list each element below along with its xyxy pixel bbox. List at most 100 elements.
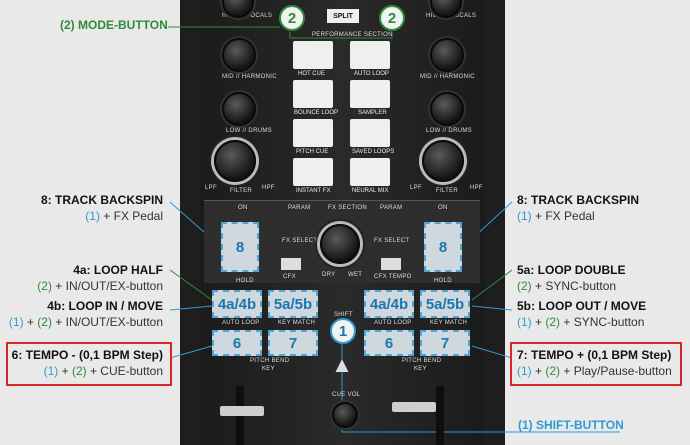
pitch-bend-label-left: PITCH BEND — [250, 358, 290, 364]
loop-double-text: + SYNC-button — [531, 279, 617, 293]
loop-in-move-num2: (2) — [37, 315, 52, 329]
key-match-label-right: KEY MATCH — [430, 320, 468, 326]
pad-instant-fx-label: INSTANT FX — [296, 188, 331, 194]
cue-vol-knob[interactable] — [332, 402, 358, 428]
loop-double-label: 5a: LOOP DOUBLE (2) + SYNC-button — [517, 262, 625, 294]
tempo-plus-button-right[interactable]: 7 — [420, 330, 470, 356]
lpf-label-right: LPF — [410, 185, 422, 191]
tempo-plus-text: + Play/Pause-button — [560, 364, 672, 378]
loop-out-move-num2: (2) — [545, 315, 561, 329]
track-backspin-right-title: 8: TRACK BACKSPIN — [517, 193, 640, 207]
fx-on-right: ON — [438, 205, 448, 211]
tempo-plus-title: 7: TEMPO + (0,1 BPM Step) — [517, 348, 672, 362]
loop-in-button-left[interactable]: 4a/4b — [212, 290, 262, 318]
loop-in-move-label: 4b: LOOP IN / MOVE (1) + (2) + IN/OUT/EX… — [9, 298, 163, 330]
pad-auto-loop[interactable] — [350, 41, 390, 69]
loop-in-button-right[interactable]: 4a/4b — [364, 290, 414, 318]
cfx-label: CFX — [283, 274, 296, 280]
track-backspin-left-text: + FX Pedal — [99, 209, 163, 223]
pad-pitch-cue[interactable] — [293, 119, 333, 147]
fx-select-left: FX SELECT — [282, 238, 318, 244]
tempo-minus-label: 6: TEMPO - (0,1 BPM Step) (1) + (2) + CU… — [12, 347, 163, 379]
tempo-plus-box — [510, 342, 682, 386]
loop-out-move-label: 5b: LOOP OUT / MOVE (1) + (2) + SYNC-but… — [517, 298, 646, 330]
split-button[interactable]: SPLIT — [327, 9, 359, 23]
pad-hot-cue-label: HOT CUE — [298, 71, 325, 77]
pad-neural-mix-label: NEURAL MIX — [352, 188, 389, 194]
tempo-plus-button-left[interactable]: 7 — [268, 330, 318, 356]
low-drums-label-left: LOW // DRUMS — [226, 128, 272, 134]
loop-out-move-text: + SYNC-button — [560, 315, 645, 329]
cfx-tempo-label: CFX TEMPO — [374, 274, 412, 280]
shift-button[interactable]: 1 — [330, 318, 356, 344]
shift-line — [341, 342, 620, 433]
filter-knob-right[interactable] — [422, 140, 464, 182]
mode-button-left[interactable]: 2 — [279, 5, 305, 31]
tempo-plus-num1: (1) — [517, 364, 532, 378]
pad-pitch-cue-label: PITCH CUE — [296, 149, 329, 155]
loop-double-title: 5a: LOOP DOUBLE — [517, 263, 626, 277]
tempo-minus-num1: (1) — [43, 364, 59, 378]
fx-on-left: ON — [238, 205, 248, 211]
tempo-minus-num2: (2) — [71, 364, 87, 378]
tempo-plus-num2: (2) — [545, 364, 561, 378]
wet-label: WET — [348, 272, 363, 278]
key-match-label-left: KEY MATCH — [278, 320, 316, 326]
tempo-minus-button-left[interactable]: 6 — [212, 330, 262, 356]
dry-wet-knob[interactable] — [320, 224, 360, 264]
pad-saved-loops-label: SAVED LOOPS — [352, 149, 395, 155]
low-knob-right[interactable] — [430, 92, 464, 126]
filter-label-right: FILTER — [436, 188, 459, 194]
hpf-label-right: HPF — [470, 185, 483, 191]
fx-param-right: PARAM — [380, 205, 403, 211]
low-drums-label-right: LOW // DRUMS — [426, 128, 472, 134]
pad-hot-cue[interactable] — [293, 41, 333, 69]
key-label-right: KEY — [414, 366, 427, 372]
pad-bounce-loop-label: BOUNCE LOOP — [294, 110, 339, 116]
tempo-minus-title: 6: TEMPO - (0,1 BPM Step) — [11, 348, 163, 362]
hold-label-right: HOLD — [434, 278, 452, 284]
tempo-minus-text: + CUE-button — [86, 364, 163, 378]
dry-label: DRY — [322, 272, 336, 278]
low-knob-left[interactable] — [222, 92, 256, 126]
pad-instant-fx[interactable] — [293, 158, 333, 186]
mid-knob-left[interactable] — [222, 38, 256, 72]
pitch-fader-left[interactable] — [220, 406, 264, 416]
pitch-bend-label-right: PITCH BEND — [402, 358, 442, 364]
tempo-minus-box — [6, 342, 172, 386]
mode-button-right[interactable]: 2 — [379, 5, 405, 31]
cfx-button-left[interactable] — [281, 258, 301, 270]
backspin-button-left[interactable]: 8 — [221, 222, 259, 272]
loop-out-button-left[interactable]: 5a/5b — [268, 290, 318, 318]
backspin-button-right[interactable]: 8 — [424, 222, 462, 272]
filter-knob-left[interactable] — [214, 140, 256, 182]
mid-harmonic-label-right: MID // HARMONIC — [420, 74, 475, 80]
cfx-button-right[interactable] — [381, 258, 401, 270]
hpf-label-left: HPF — [262, 185, 275, 191]
mid-knob-right[interactable] — [430, 38, 464, 72]
left-rail — [180, 0, 200, 445]
loop-half-text: + IN/OUT/EX-button — [51, 279, 163, 293]
pad-saved-loops[interactable] — [350, 119, 390, 147]
pad-sampler[interactable] — [350, 80, 390, 108]
tempo-minus-button-right[interactable]: 6 — [364, 330, 414, 356]
right-rail — [485, 0, 505, 445]
performance-section-label: PERFORMANCE SECTION — [312, 32, 393, 38]
loop-out-button-right[interactable]: 5a/5b — [420, 290, 470, 318]
fx-select-right: FX SELECT — [374, 238, 410, 244]
loop-half-num: (2) — [37, 279, 52, 293]
fx-param-left: PARAM — [288, 205, 311, 211]
mid-harmonic-label-left: MID // HARMONIC — [222, 74, 277, 80]
tempo-plus-line — [471, 345, 513, 359]
pitch-fader-track-right — [436, 386, 444, 445]
lpf-label-left: LPF — [205, 185, 217, 191]
loop-double-num: (2) — [517, 279, 532, 293]
loop-out-line — [471, 305, 513, 311]
tempo-minus-plus: + — [58, 364, 72, 378]
fx-section-label: FX SECTION — [328, 205, 368, 211]
pad-bounce-loop[interactable] — [293, 80, 333, 108]
pitch-fader-right[interactable] — [392, 402, 436, 412]
pad-neural-mix[interactable] — [350, 158, 390, 186]
loop-half-title: 4a: LOOP HALF — [73, 263, 163, 277]
